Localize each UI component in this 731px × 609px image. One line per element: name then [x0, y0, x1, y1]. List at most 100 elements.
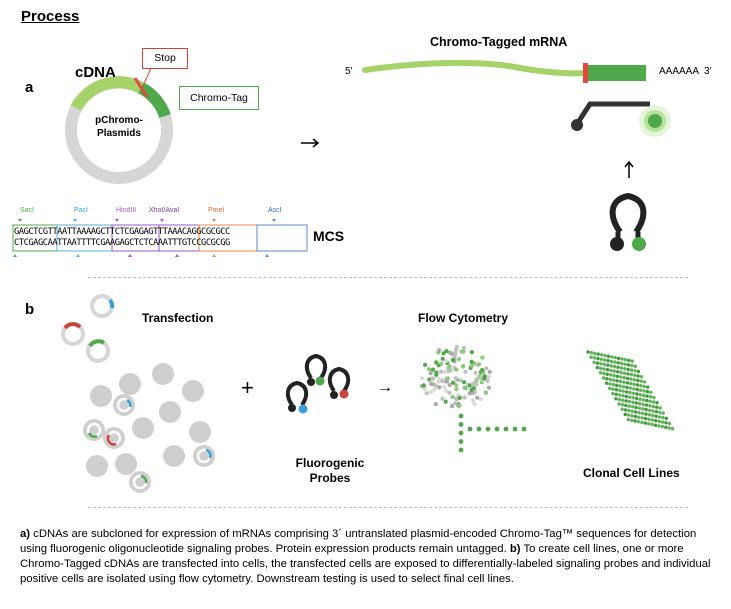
flow-dot — [436, 379, 441, 384]
flow-dot — [434, 360, 439, 365]
flow-dot — [457, 403, 462, 408]
clonal-dot — [592, 356, 597, 360]
flow-dot — [454, 387, 459, 392]
clonal-dot — [611, 391, 615, 396]
plasmid-label-line1: pChromo- — [95, 115, 143, 126]
clonal-dot — [603, 358, 607, 362]
clonal-dot — [616, 365, 620, 369]
flow-dot — [454, 367, 459, 372]
clonal-dot — [657, 424, 661, 428]
clonal-dot — [654, 419, 658, 423]
small-plasmid-blue — [90, 294, 115, 318]
flow-dot — [461, 345, 466, 351]
clonal-dot — [645, 398, 649, 403]
flow-dot — [473, 370, 478, 375]
clonal-dot — [614, 388, 619, 392]
flow-dot — [463, 369, 468, 374]
clonal-dot — [651, 404, 655, 409]
clonal-dot — [608, 377, 612, 382]
flow-dot — [444, 379, 449, 384]
clonal-dot — [628, 386, 633, 390]
clonal-dot — [629, 377, 633, 381]
flow-dot — [462, 395, 467, 400]
flow-dot — [486, 385, 491, 390]
clonal-dot — [622, 371, 627, 375]
clonal-dot — [657, 419, 661, 424]
clonal-dot — [636, 374, 640, 378]
clonal-dot — [619, 375, 623, 379]
clonal-dot — [647, 422, 651, 426]
clonal-dot — [620, 361, 624, 366]
flow-dot — [428, 371, 433, 376]
clonal-dot — [623, 358, 628, 362]
clonal-dot — [612, 378, 616, 382]
flow-dot — [479, 380, 484, 385]
clonal-dot — [623, 412, 627, 417]
clonal-dot — [636, 420, 641, 424]
clonal-dot — [627, 408, 631, 413]
clonal-dot — [616, 361, 620, 365]
probe-red-icon — [327, 366, 351, 399]
clonal-dot — [652, 395, 656, 400]
caption-b-text: To create cell lines, one or more Chromo… — [20, 543, 711, 585]
polya-label: AAAAAA 3′ — [659, 66, 712, 77]
clonal-dot — [638, 397, 642, 401]
clonal-dot — [646, 385, 650, 389]
flow-dot — [458, 422, 464, 427]
flow-dot — [484, 390, 489, 395]
clonal-dot — [606, 354, 611, 358]
clonal-dot — [648, 404, 652, 408]
clonal-dot — [629, 368, 634, 372]
clonal-dot — [609, 359, 614, 364]
sequence-top-strand: GAGCTCGTTAATTAAAAGCTTCTCGAGAGTTTAAACAGGC… — [14, 227, 230, 237]
clonal-dot — [649, 390, 653, 394]
flow-dot — [430, 376, 435, 381]
clonal-dot — [641, 402, 645, 407]
enzyme-hindiii: HindIII — [116, 207, 137, 214]
transfection-label: Transfection — [142, 311, 214, 325]
clonal-dot — [626, 367, 630, 372]
flow-dot — [482, 376, 487, 381]
clonal-dot — [612, 369, 616, 373]
clonal-dot — [617, 397, 621, 402]
flow-dot — [512, 426, 518, 432]
clonal-dot — [643, 416, 648, 421]
panel-a-label: a — [25, 79, 34, 96]
clonal-dot — [630, 363, 634, 368]
flow-dot — [469, 350, 474, 355]
clonal-dot — [625, 390, 629, 394]
clonal-dot — [664, 425, 668, 429]
clonal-dot — [617, 393, 622, 397]
clonal-dot — [596, 352, 600, 356]
clonal-dot — [644, 412, 648, 416]
divider-bottom — [88, 507, 688, 508]
flow-dot — [447, 364, 452, 369]
plasmid-label-line2: Plasmids — [97, 128, 141, 139]
clonal-dot — [625, 381, 629, 385]
flow-dot — [449, 404, 455, 409]
clonal-dot — [640, 416, 644, 420]
flow-dot — [444, 349, 449, 354]
cell-population — [83, 363, 215, 493]
stop-box: Stop — [142, 48, 188, 69]
flow-dot — [459, 349, 464, 354]
flow-dot — [458, 430, 464, 436]
mrna-strand — [362, 59, 646, 83]
clonal-dot — [635, 392, 639, 396]
clonal-dot — [599, 357, 603, 361]
flow-dot — [432, 387, 437, 392]
clonal-dot — [658, 410, 662, 415]
clonal-dot — [641, 407, 645, 411]
five-prime-label: 5′ — [345, 66, 353, 77]
clonal-dot — [633, 364, 637, 368]
flow-dot — [447, 382, 452, 387]
flow-dot — [457, 395, 462, 400]
mcs-sequence-boxes — [12, 224, 308, 252]
clonal-dot — [633, 414, 638, 419]
clonal-dot — [631, 396, 635, 400]
clonal-dot — [604, 381, 609, 385]
clonal-dot — [648, 399, 652, 403]
flow-dot — [475, 395, 480, 400]
clonal-dot — [664, 421, 668, 425]
clonal-dot — [599, 366, 603, 370]
